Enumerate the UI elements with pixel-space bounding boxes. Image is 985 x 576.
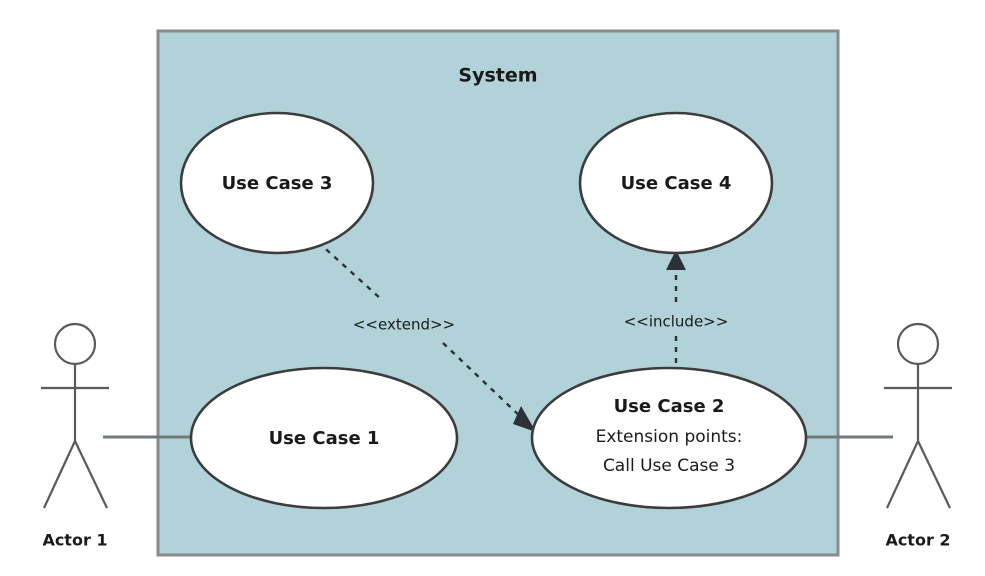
use-case-3-ellipse[interactable] xyxy=(179,111,375,255)
extend-relationship-line-upper xyxy=(317,241,382,300)
actor-2[interactable]: Actor 2 xyxy=(884,322,952,550)
actor-1-left-leg xyxy=(43,440,76,509)
system-label: System xyxy=(458,65,537,87)
use-case-4-label: Use Case 4 xyxy=(621,173,732,194)
use-case-2-extension-point-item: Call Use Case 3 xyxy=(603,456,735,476)
use-case-2-ellipse[interactable] xyxy=(530,366,808,510)
use-case-2-extension-points-label: Extension points: xyxy=(596,427,743,447)
actor-2-right-leg xyxy=(917,440,951,509)
actor-2-left-leg xyxy=(886,440,919,509)
actor-1[interactable]: Actor 1 xyxy=(41,322,109,550)
extend-relationship-line-lower xyxy=(442,342,524,420)
actor-1-head-icon xyxy=(53,322,97,366)
use-case-1-label: Use Case 1 xyxy=(269,428,380,449)
extend-arrowhead xyxy=(513,406,536,432)
actor-2-label: Actor 2 xyxy=(885,531,950,550)
use-case-1-ellipse[interactable] xyxy=(189,366,459,510)
actor-2-head-icon xyxy=(896,322,940,366)
include-arrowhead xyxy=(666,250,686,270)
use-case-4-ellipse[interactable] xyxy=(578,111,774,255)
actor-1-label: Actor 1 xyxy=(42,531,107,550)
include-stereotype-label: <<include>> xyxy=(624,313,729,331)
use-case-3-label: Use Case 3 xyxy=(222,173,333,194)
extend-stereotype-label: <<extend>> xyxy=(353,316,455,334)
actor-1-right-leg xyxy=(74,440,108,509)
use-case-2-label: Use Case 2 xyxy=(614,396,725,417)
